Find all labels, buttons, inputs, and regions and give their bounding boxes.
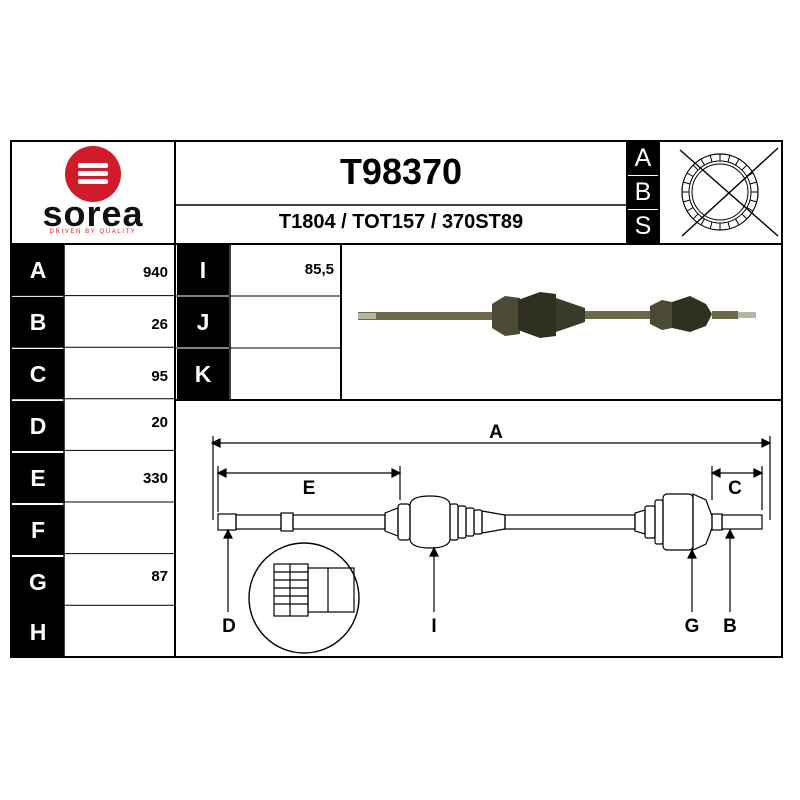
spec-value-b: 26: [151, 316, 168, 333]
crossed-out-abs-ring-icon: [679, 147, 779, 237]
brand-tagline: DRIVEN BY QUALITY: [49, 229, 137, 235]
spec-value-c: 95: [151, 368, 168, 385]
spec-key-f: F: [12, 505, 64, 555]
dimension-label-c: C: [728, 478, 742, 499]
spec-value-i: 85,5: [304, 261, 334, 278]
abs-letter-b: B: [628, 176, 658, 209]
brand-name: sorea: [42, 193, 144, 234]
part-number: T98370: [339, 151, 463, 192]
spec-value-k: [224, 349, 334, 399]
spec-key-d: D: [12, 401, 64, 451]
spec-key-j: J: [177, 297, 229, 347]
spec-key-h: H: [12, 607, 64, 657]
spec-value-j: [224, 297, 334, 347]
sorea-logo-badge: [65, 146, 121, 202]
spec-value-d: 20: [151, 414, 168, 431]
dimension-label-b: B: [723, 616, 737, 637]
dimension-label-i: I: [431, 616, 437, 637]
dimension-label-e: E: [302, 478, 316, 499]
spec-key-b: B: [12, 297, 64, 347]
spec-value-f: [58, 505, 168, 555]
spec-value-h: [58, 607, 168, 657]
spec-value-e: 330: [142, 470, 168, 487]
dimension-label-g: G: [684, 616, 700, 637]
cross-references: T1804 / TOT157 / 370ST89: [278, 211, 524, 233]
spec-key-e: E: [12, 453, 64, 503]
spec-value-g: 87: [151, 568, 168, 585]
spec-key-c: C: [12, 349, 64, 399]
spec-key-i: I: [177, 245, 229, 295]
spec-key-k: K: [177, 349, 229, 399]
spec-key-g: G: [12, 557, 64, 607]
shaft-line-drawing: [210, 436, 772, 654]
spec-value-a: 940: [142, 264, 168, 281]
dimension-label-d: D: [222, 616, 236, 637]
abs-letter-s: S: [628, 210, 658, 243]
dimension-label-a: A: [489, 422, 503, 443]
abs-letter-a: A: [628, 142, 658, 175]
drive-shaft-photo: [358, 292, 756, 338]
spec-key-a: A: [12, 245, 64, 295]
